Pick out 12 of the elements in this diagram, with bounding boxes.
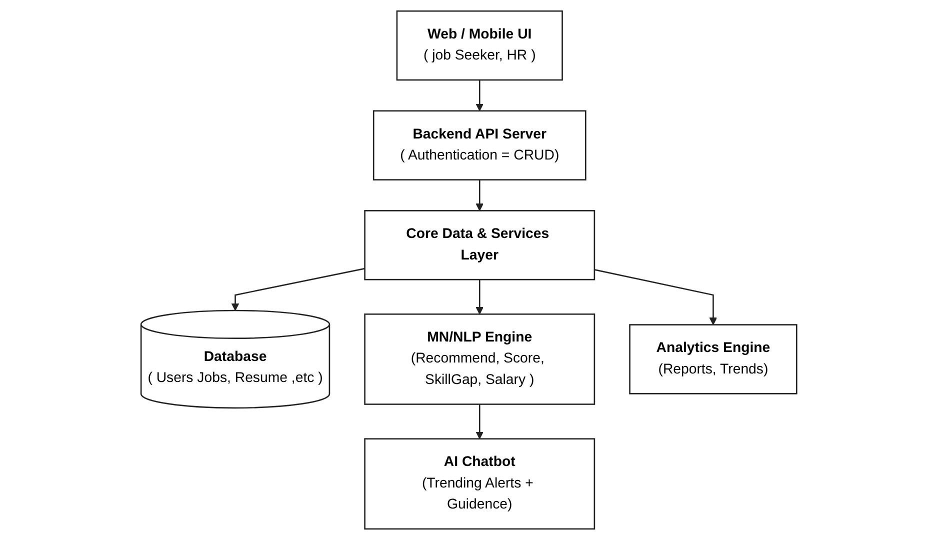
node-box: Web / Mobile UI ( job Seeker, HR ) [396, 10, 564, 81]
arrow [594, 269, 718, 326]
arrow [476, 280, 484, 314]
node-box: Analytics Engine (Reports, Trends) [629, 324, 798, 394]
arrow [476, 180, 484, 212]
arrow [476, 80, 484, 112]
node-box: MN/NLP Engine (Recommend, Score, SkillGap, Salary ) [364, 314, 596, 405]
node-box: Core Data & Services Layer [364, 210, 596, 280]
node-box: AI Chatbot (Trending Alerts + Guidence) [364, 438, 596, 530]
arrow [232, 268, 366, 311]
arrow [476, 404, 484, 440]
node-box: Backend API Server ( Authentication = CRUD) [373, 110, 586, 180]
